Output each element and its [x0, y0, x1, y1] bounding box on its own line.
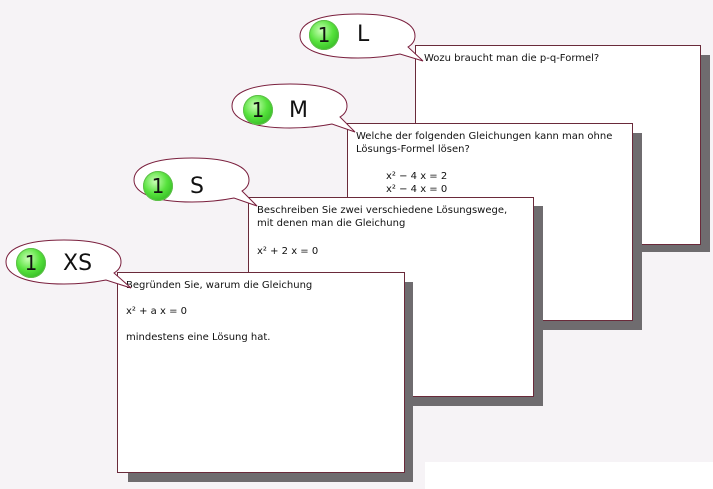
card-question: Welche der folgenden Gleichungen kann ma…: [356, 131, 613, 155]
checkbox-icon[interactable]: [356, 183, 366, 196]
green-circle-badge-icon: 1: [16, 248, 46, 278]
level-label: M: [289, 98, 308, 123]
level-label: XS: [63, 251, 93, 276]
option-row: x² − 4 x = 0: [356, 183, 624, 196]
green-circle-badge-icon: 1: [243, 95, 273, 125]
card-question: Begründen Sie, warum die Gleichung: [126, 280, 313, 291]
checkbox-icon[interactable]: [356, 170, 366, 183]
level-label: L: [357, 22, 370, 47]
card-equation: x² + a x = 0: [126, 306, 187, 317]
option-row: x² − 4 x = 2: [356, 170, 624, 183]
option-equation: x² − 4 x = 2: [386, 171, 448, 182]
card-question-end: mindestens eine Lösung hat.: [126, 332, 271, 343]
card-question: Beschreiben Sie zwei verschiedene Lösung…: [257, 205, 508, 229]
card-equation: x² + 2 x = 0: [257, 246, 319, 257]
card-page: Begründen Sie, warum die Gleichung x² + …: [117, 272, 405, 473]
card-question: Wozu braucht man die p-q-Formel?: [424, 53, 600, 64]
level-label: S: [190, 174, 204, 199]
option-equation: x² − 4 x = 0: [386, 184, 448, 195]
green-circle-badge-icon: 1: [309, 20, 339, 50]
background-highlight: [425, 462, 713, 489]
green-circle-badge-icon: 1: [143, 171, 173, 201]
